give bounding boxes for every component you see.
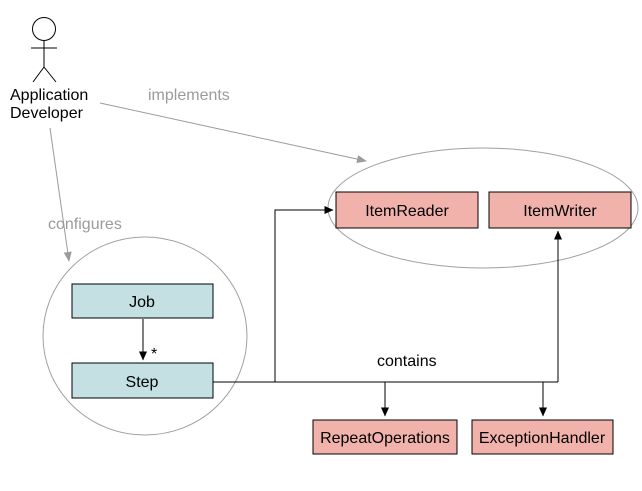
- actor-leg-left: [32, 66, 45, 83]
- configures-label: configures: [48, 216, 122, 233]
- edge-contains-to-itemreader: [274, 206, 334, 382]
- step-box: [71, 362, 214, 399]
- job-step-circle: [42, 236, 248, 436]
- actor-figure: [31, 17, 57, 83]
- edge-implements: [99, 102, 367, 163]
- actor-leg-right: [43, 66, 57, 83]
- item-reader-label: ItemReader: [365, 203, 449, 220]
- exception-handler-label: ExceptionHandler: [479, 430, 606, 447]
- step-label: Step: [126, 374, 159, 391]
- item-reader-box: [335, 191, 479, 229]
- multiplicity-label: *: [151, 346, 157, 363]
- implements-label: implements: [148, 87, 230, 104]
- item-writer-box: [488, 191, 632, 229]
- actor-label-line2: Developer: [10, 105, 84, 122]
- exception-handler-box: [471, 419, 614, 455]
- job-box: [71, 283, 214, 319]
- contains-label: contains: [377, 353, 437, 370]
- job-label: Job: [129, 294, 155, 311]
- repeat-operations-box: [312, 419, 458, 455]
- repeat-operations-label: RepeatOperations: [320, 430, 450, 447]
- item-writer-label: ItemWriter: [523, 203, 597, 220]
- actor-head: [32, 17, 56, 41]
- edge-configures: [49, 127, 72, 262]
- actor-label-line1: Application: [10, 87, 88, 104]
